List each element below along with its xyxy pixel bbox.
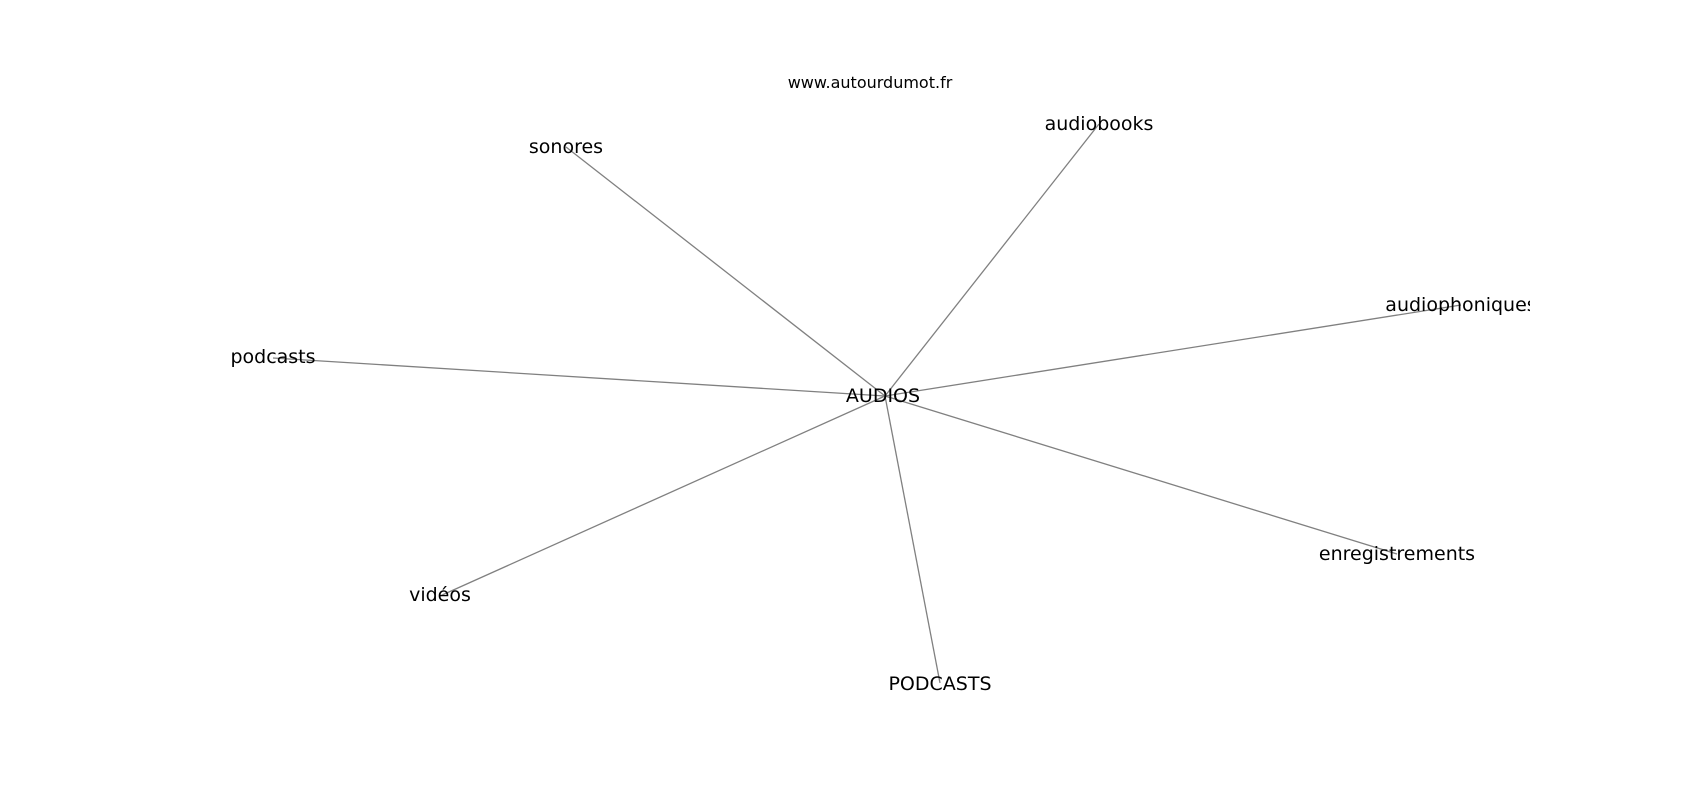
edge-sonores [565, 146, 886, 397]
site-watermark: www.autourdumot.fr [788, 73, 953, 92]
node-label-sonores: sonores [529, 136, 603, 158]
edge-audiophoniques [884, 304, 1462, 397]
node-label-videos: vidéos [409, 584, 471, 606]
edge-enregistrements [884, 395, 1398, 555]
edge-PODCASTS [884, 395, 941, 684]
node-label-enregistrements: enregistrements [1319, 543, 1475, 565]
edge-podcasts [272, 357, 886, 397]
node-label-audiobooks: audiobooks [1045, 113, 1154, 135]
graph-content: AUDIOS sonores audiobooks audiophoniques… [230, 113, 1536, 695]
node-label-PODCASTS: PODCASTS [888, 673, 991, 695]
edge-videos [439, 395, 886, 597]
node-label-podcasts: podcasts [230, 346, 315, 368]
center-node-label: AUDIOS [846, 385, 920, 407]
edges-layer [272, 123, 1462, 684]
node-label-audiophoniques: audiophoniques [1385, 294, 1536, 316]
labels-layer: AUDIOS sonores audiobooks audiophoniques… [230, 113, 1536, 695]
edge-audiobooks [884, 123, 1100, 397]
